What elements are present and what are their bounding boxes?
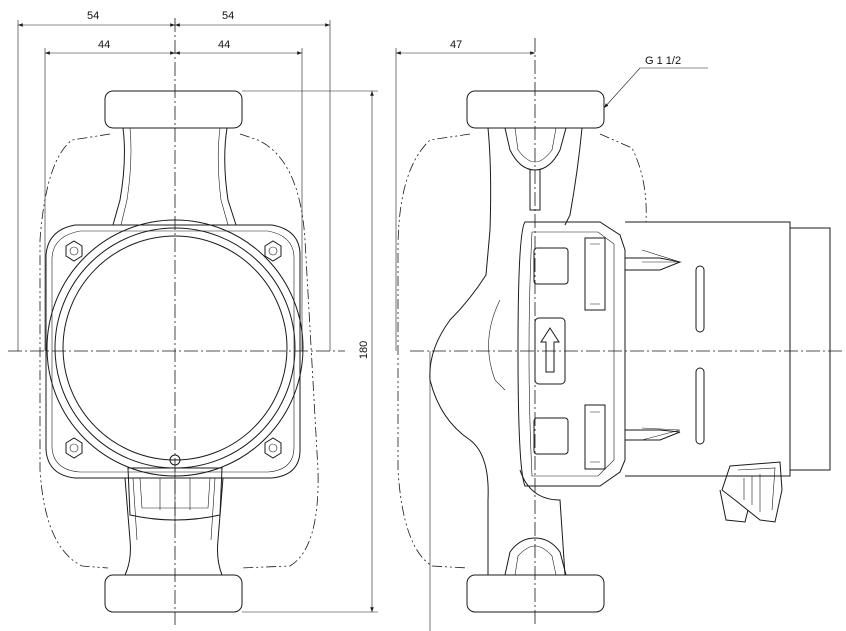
front-bolt-top-left: [65, 240, 83, 262]
front-housing: [45, 224, 301, 479]
front-top-flange: [104, 90, 243, 129]
dim-front-inner-right: 44: [218, 39, 230, 51]
front-bolt-top-right: [264, 240, 282, 262]
side-pump-housing: [429, 127, 492, 575]
dim-thread-size: G 1 1/2: [645, 55, 681, 67]
front-envelope-outline: [39, 133, 319, 569]
front-bolt-bottom-right: [264, 437, 282, 459]
side-top-flange: [466, 90, 605, 129]
front-bottom-flange: [104, 574, 243, 613]
side-lower-slot: [533, 417, 569, 455]
front-upper-neck: [112, 127, 237, 226]
side-bottom-flange: [466, 574, 605, 613]
front-connector-box: [127, 467, 223, 521]
side-cable-gland: [721, 461, 783, 523]
front-bolt-bottom-left: [65, 437, 83, 459]
dim-front-outer-right: 54: [222, 10, 234, 22]
side-envelope-outline: [397, 133, 647, 569]
side-upper-slot: [533, 247, 569, 285]
side-terminal-upper: [584, 237, 606, 311]
side-vent-slot-upper: [695, 265, 705, 333]
dim-height: 180: [358, 341, 370, 359]
dim-front-inner-left: 44: [98, 39, 110, 51]
flow-arrow-icon: [534, 317, 566, 385]
front-lower-neck: [124, 477, 224, 576]
front-view: 54 54 44 44 180: [8, 10, 378, 625]
dim-front-outer-left: 54: [87, 10, 99, 22]
front-motor-can: [62, 235, 288, 461]
dim-side-offset: 47: [450, 39, 462, 51]
side-vent-slot-lower: [695, 367, 705, 445]
side-terminal-lower: [584, 404, 606, 470]
side-view: 47 G 1 1/2: [395, 38, 845, 631]
side-motor-body: [625, 221, 791, 477]
side-motor-flange: [517, 221, 626, 487]
